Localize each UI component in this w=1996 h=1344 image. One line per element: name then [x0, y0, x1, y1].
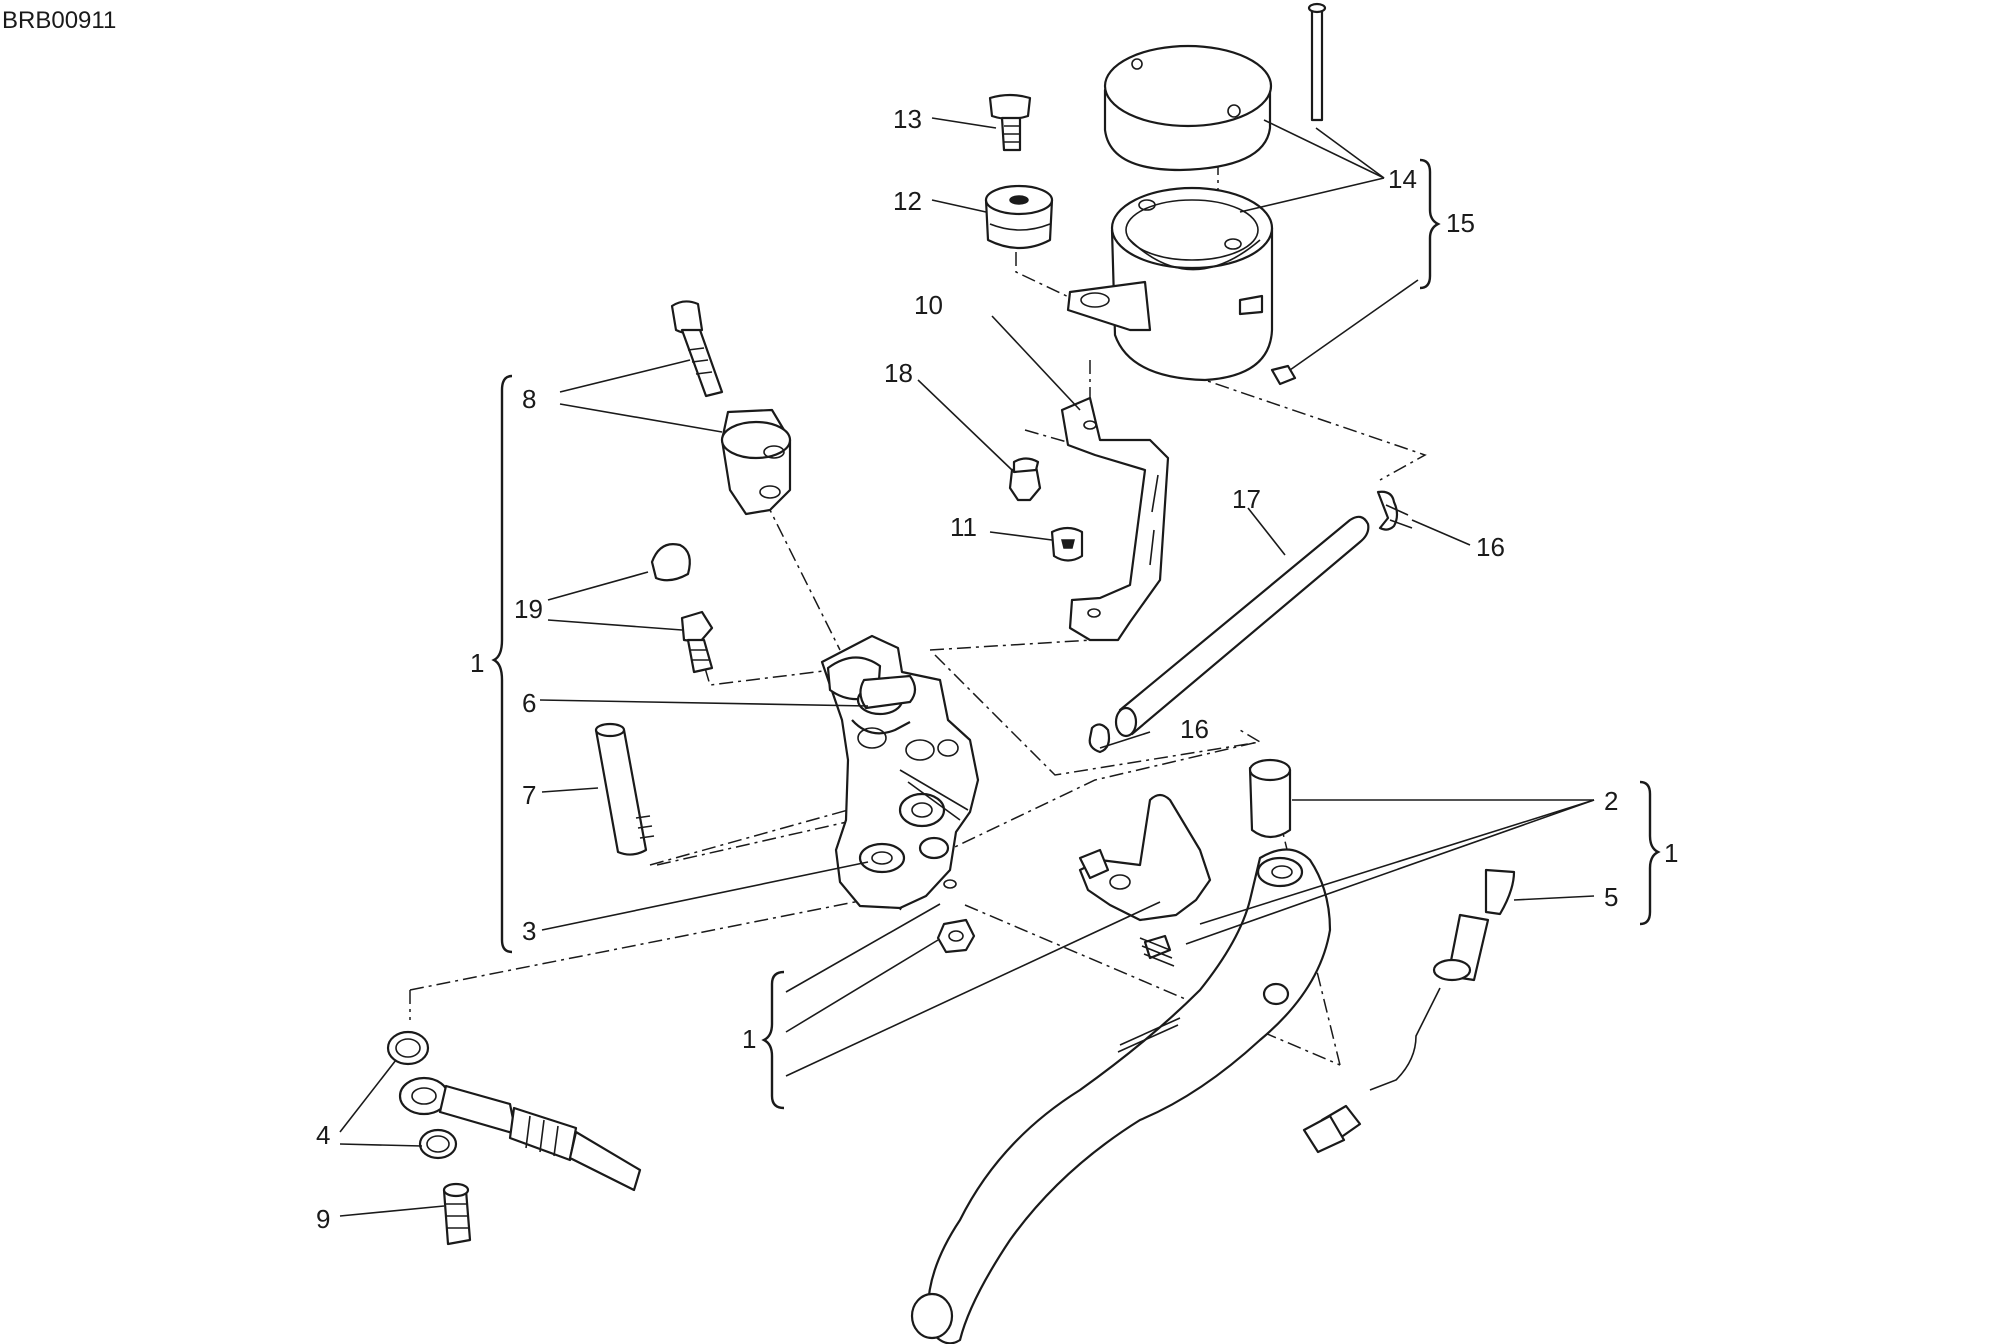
bracket-screw-11 — [1050, 526, 1084, 562]
adjuster-knob-8 — [720, 408, 792, 516]
callout-18: 18 — [884, 358, 913, 388]
reservoir-clip — [1270, 364, 1297, 386]
fluid-reservoir — [1066, 186, 1274, 382]
adjuster-pin-2 — [1248, 758, 1292, 839]
hose-clamp-16-upper — [1376, 490, 1413, 531]
reservoir-cap-screw — [1307, 2, 1327, 122]
drawing-code: BRB00911 — [2, 7, 116, 34]
callout-6: 6 — [522, 688, 536, 718]
callout-13: 13 — [893, 104, 922, 134]
bracket-nut-18 — [1008, 457, 1042, 502]
pivot-pin-7 — [594, 722, 655, 856]
lever-nut — [936, 918, 976, 954]
adjuster-bolt-8 — [670, 300, 724, 398]
banjo-bolt-9 — [442, 1182, 472, 1246]
callout-8: 8 — [522, 384, 536, 414]
fluid-hose-17 — [1114, 515, 1370, 738]
banjo-fitting-hose — [398, 1076, 642, 1192]
brace-15 — [1419, 158, 1441, 290]
bleeder-cap-19 — [650, 543, 691, 582]
brake-light-switch-5 — [1302, 868, 1516, 1154]
callout-4: 4 — [316, 1120, 330, 1150]
callout-labels: 13 12 14 15 10 18 8 11 17 16 19 1 6 16 7… — [316, 104, 1678, 1234]
callout-19: 19 — [514, 594, 543, 624]
brake-lever — [910, 848, 1332, 1344]
callout-3: 3 — [522, 916, 536, 946]
callout-9: 9 — [316, 1204, 330, 1234]
brace-1-left — [491, 374, 513, 954]
hose-clamp-16-lower — [1088, 723, 1111, 754]
callout-15: 15 — [1446, 208, 1475, 238]
callout-17: 17 — [1232, 484, 1261, 514]
callout-11: 11 — [950, 512, 977, 542]
leader-lines — [339, 117, 1595, 1217]
callout-5: 5 — [1604, 882, 1618, 912]
callout-1-right: 1 — [1664, 838, 1678, 868]
callout-12: 12 — [893, 186, 922, 216]
callout-10: 10 — [914, 290, 943, 320]
bleeder-valve-19 — [680, 610, 714, 674]
brace-1-right — [1639, 780, 1661, 926]
sealing-washer-4-lower — [418, 1128, 458, 1160]
pushrod-pin-6 — [859, 674, 917, 710]
pushrod-adjuster-assembly — [1078, 793, 1212, 967]
brace-1-bottom — [761, 970, 785, 1110]
callout-1-bottom: 1 — [742, 1024, 756, 1054]
reservoir-bracket-10 — [1060, 396, 1170, 642]
sealing-washer-4-upper — [386, 1030, 430, 1066]
callout-14: 14 — [1388, 164, 1417, 194]
callout-16-lower: 16 — [1180, 714, 1209, 744]
reservoir-cap — [1103, 44, 1273, 172]
callout-7: 7 — [522, 780, 536, 810]
callout-1-left: 1 — [470, 648, 484, 678]
callout-16-upper: 16 — [1476, 532, 1505, 562]
rubber-grommet-12 — [984, 184, 1054, 250]
mounting-screw-13 — [988, 93, 1032, 152]
callout-2: 2 — [1604, 786, 1618, 816]
